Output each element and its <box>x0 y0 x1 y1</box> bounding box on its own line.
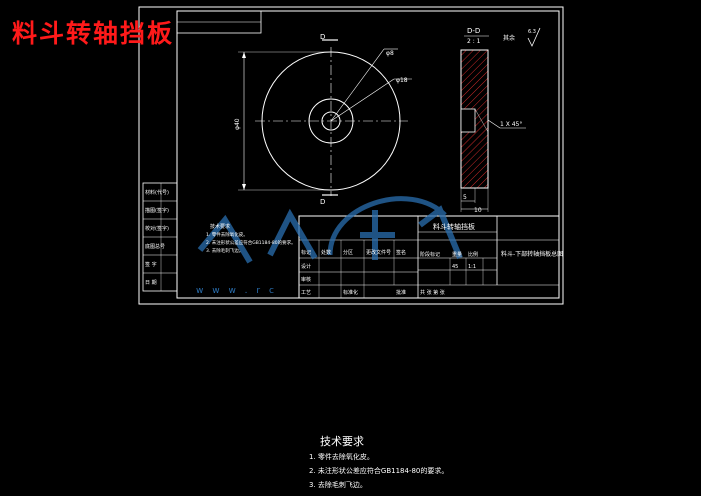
roughness-symbol <box>527 27 541 47</box>
tb-role-3: 工艺 <box>301 290 311 296</box>
dim-mid-label: φ18 <box>396 77 408 84</box>
page-title: 料斗转轴挡板 <box>12 19 175 48</box>
notes-small-title: 技术要求 <box>210 223 230 230</box>
tb-stage-2: 重量 <box>452 251 462 258</box>
tech-requirements-title: 技术要求 <box>320 435 364 448</box>
watermark-text: w w w . r c <box>196 286 277 296</box>
tb-standardize: 标准化 <box>343 289 358 296</box>
tb-role-2: 审核 <box>301 276 311 283</box>
tb-material: 45 <box>452 264 458 270</box>
side-row-4: 底图总号 <box>145 243 165 250</box>
tb-header-2: 处数 <box>321 249 331 256</box>
tb-header-3: 分区 <box>343 249 353 256</box>
chamfer-label: 1 X 45° <box>500 121 522 128</box>
dim-outer-label: φ40 <box>234 118 241 130</box>
section-bore <box>460 108 476 133</box>
chamfer-leader <box>487 119 501 129</box>
side-row-3: 校对(签字) <box>145 225 169 232</box>
tb-stage-1: 阶段标记 <box>420 251 440 258</box>
side-row-1: 材料(代号) <box>145 189 169 196</box>
tech-requirement-1: 1. 零件去除氧化皮。 <box>309 453 374 461</box>
side-row-5: 签 字 <box>145 261 157 268</box>
tb-approve: 批准 <box>396 289 406 296</box>
tb-role-1: 设计 <box>301 263 311 270</box>
tb-header-5: 签名 <box>396 249 406 256</box>
side-row-2: 描图(签字) <box>145 207 169 214</box>
leader-small <box>330 48 385 122</box>
tb-stage-3: 比例 <box>468 251 478 258</box>
side-row-6: 日 期 <box>145 280 157 286</box>
tb-header-1: 标记 <box>301 249 311 256</box>
tb-sheet: 共 张 第 张 <box>420 289 445 296</box>
tb-scale: 1:1 <box>468 264 476 270</box>
roughness-label: 其余 <box>503 34 515 42</box>
side-table-grid <box>142 182 178 292</box>
dim-10-label: 10 <box>474 207 482 214</box>
tech-requirement-3: 3. 去除毛刺飞边。 <box>309 481 367 489</box>
section-mark-top-label: D <box>320 33 325 41</box>
notes-small-2: 2. 未注形状公差应符合GB1184-80的要求。 <box>206 239 296 246</box>
front-view <box>238 39 412 196</box>
outer-frame <box>138 6 564 305</box>
section-view-label: D-D <box>467 27 480 35</box>
notes-small-3: 3. 去除毛刺飞边。 <box>206 247 243 254</box>
roughness-value: 6.3 <box>528 29 536 35</box>
section-scale-label: 2 : 1 <box>467 38 481 45</box>
tb-part-name: 料斗转轴挡板 <box>433 222 475 231</box>
tb-drawing-name: 料斗-下部转轴挡板总图 <box>501 250 563 258</box>
tech-requirement-2: 2. 未注形状公差应符合GB1184-80的要求。 <box>309 467 449 475</box>
section-view <box>460 35 526 212</box>
dim-small-label: φ8 <box>386 50 394 57</box>
watermark-logo <box>197 196 463 264</box>
section-mark-bottom-label: D <box>320 198 325 206</box>
leader-mid <box>330 78 395 122</box>
notes-small-1: 1. 零件去除氧化皮。 <box>206 231 248 238</box>
title-block-grid <box>298 215 560 299</box>
dim-5-label: 5 <box>463 194 467 201</box>
tb-header-4: 更改文件号 <box>366 249 391 256</box>
